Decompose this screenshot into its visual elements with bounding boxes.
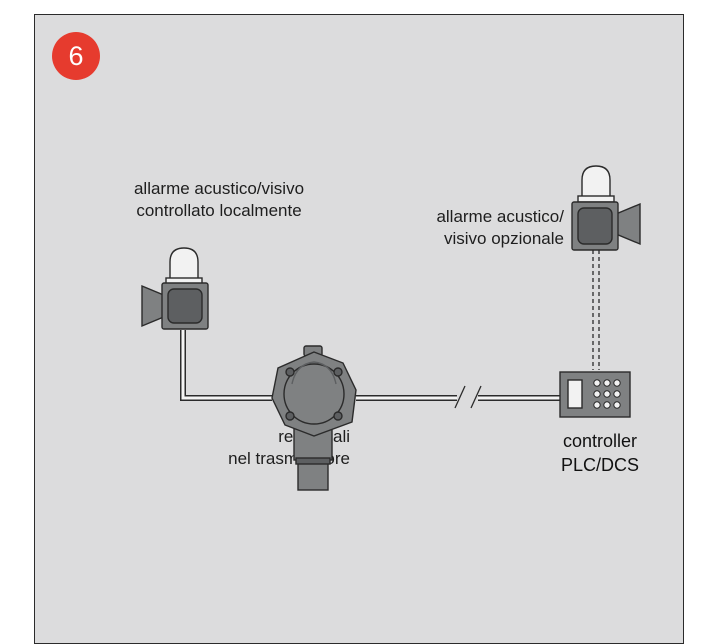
local-alarm-label-line2: controllato localmente [136, 201, 302, 220]
gas-transmitter-icon [271, 345, 357, 491]
controller-label-line2: PLC/DCS [560, 455, 640, 475]
diagram-graphics [141, 165, 641, 491]
controller-keypad-icon [559, 371, 631, 418]
diagram-panel [34, 14, 684, 644]
line-break-icon [454, 385, 482, 409]
controller-label-line1: controller [562, 431, 638, 451]
optional-alarm-link [592, 250, 600, 370]
local-alarm-label: allarme acustico/visivo controllato loca… [94, 178, 344, 222]
optional-alarm-beacon-icon [571, 165, 641, 251]
controller-label: controller PLC/DCS [548, 429, 652, 477]
optional-alarm-label-line2: visivo opzionale [443, 229, 564, 248]
local-alarm-beacon-icon [141, 247, 209, 330]
step-badge: 6 [52, 32, 100, 80]
local-alarm-wire [180, 330, 272, 401]
local-alarm-label-line1: allarme acustico/visivo [133, 179, 305, 198]
optional-alarm-label: allarme acustico/ visivo opzionale [350, 206, 564, 250]
optional-alarm-label-line1: allarme acustico/ [436, 207, 564, 226]
